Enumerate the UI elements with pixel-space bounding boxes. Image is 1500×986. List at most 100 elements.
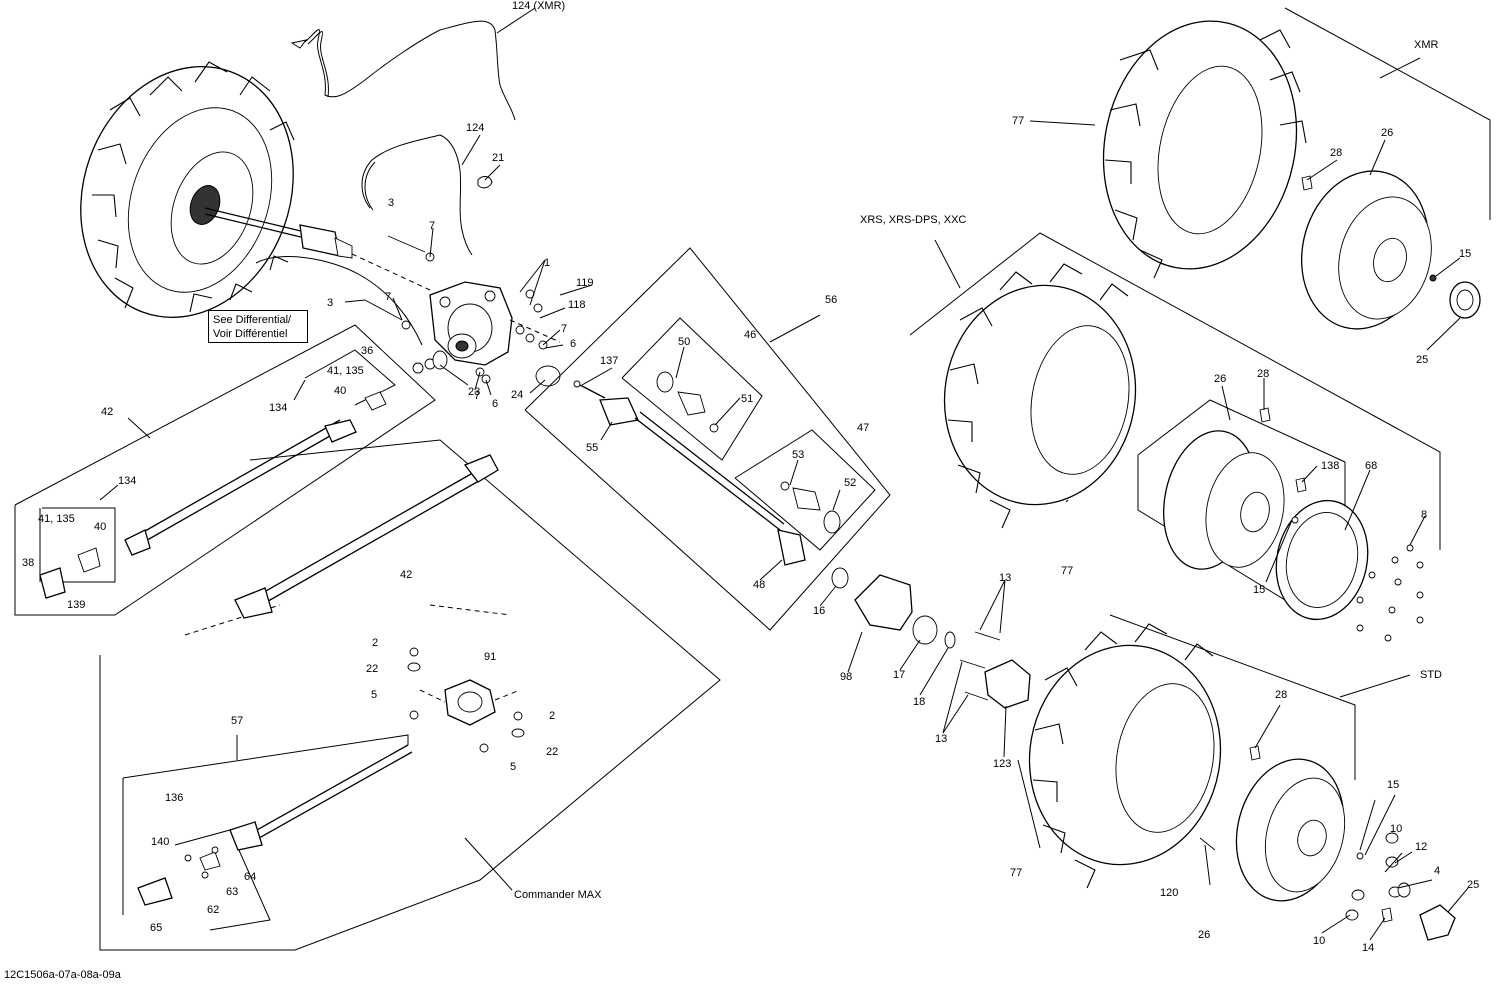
callout-label: 38 xyxy=(22,557,35,569)
reference-note-line2: Voir Différentiel xyxy=(213,328,288,340)
callout-label: 22 xyxy=(546,746,559,758)
callout-label: 137 xyxy=(600,355,619,367)
callout-label: 5 xyxy=(510,761,517,773)
callout-label: 16 xyxy=(813,605,826,617)
long-propshaft-art xyxy=(234,454,511,619)
callout-label: 138 xyxy=(1321,460,1340,472)
callout-label: 77 xyxy=(1061,565,1074,577)
commander-max-box-art xyxy=(99,439,721,951)
callout-label: 40 xyxy=(334,385,347,397)
callout-label: 42 xyxy=(101,406,114,418)
callout-label: 36 xyxy=(361,345,374,357)
callout-label: 26 xyxy=(1381,127,1394,139)
callout-label: 124 (XMR) xyxy=(512,0,566,12)
knuckle-hub-art xyxy=(831,567,1031,709)
callout-label: 52 xyxy=(844,477,857,489)
callout-label: 118 xyxy=(568,299,586,311)
callout-label: 119 xyxy=(576,277,594,289)
center-bearing-art xyxy=(407,647,525,753)
callout-label: 7 xyxy=(385,291,392,303)
callout-label: 23 xyxy=(468,386,481,398)
callout-label: 17 xyxy=(893,669,906,681)
callout-label: 2 xyxy=(372,637,379,649)
callout-label: 6 xyxy=(492,398,499,410)
callout-label: 140 xyxy=(151,836,170,848)
callout-label: 4 xyxy=(1434,865,1441,877)
callout-label: 7 xyxy=(561,323,568,335)
callout-label: 40 xyxy=(94,521,107,533)
callout-label: 77 xyxy=(1010,867,1023,879)
callout-label: 48 xyxy=(753,579,766,591)
variant-label-commander-max: Commander MAX xyxy=(514,889,602,901)
callout-label: 50 xyxy=(678,336,691,348)
leader-lines xyxy=(344,120,1469,941)
callout-label: 51 xyxy=(741,393,754,405)
callout-label: 15 xyxy=(1387,779,1400,791)
callout-label: 15 xyxy=(1253,584,1266,596)
callout-label: 25 xyxy=(1416,354,1429,366)
callout-label: 7 xyxy=(429,220,436,232)
callout-label: 41, 135 xyxy=(38,513,75,525)
callout-label: 14 xyxy=(1362,942,1375,954)
callout-label: 134 xyxy=(118,475,137,487)
propshaft-box-art xyxy=(14,324,436,616)
callout-label: 28 xyxy=(1257,368,1270,380)
callout-label: 13 xyxy=(999,572,1012,584)
callout-label: 28 xyxy=(1275,689,1288,701)
callout-label: 10 xyxy=(1390,823,1403,835)
drawing-number: 12C1506a-07a-08a-09a xyxy=(4,969,121,981)
callout-label: 13 xyxy=(935,733,948,745)
variant-label-xmr: XMR xyxy=(1414,39,1439,51)
callout-label: 124 xyxy=(466,122,485,134)
xmr-group-art xyxy=(1102,7,1491,330)
callout-label: 68 xyxy=(1365,460,1378,472)
callout-label: 91 xyxy=(484,651,497,663)
reference-note-line1[interactable]: See Differential/ xyxy=(213,314,292,326)
callout-label: 77 xyxy=(1012,115,1025,127)
callout-label: 120 xyxy=(1160,887,1179,899)
callout-label: 7 xyxy=(474,390,481,402)
front-tire-left-art xyxy=(80,61,295,318)
callout-label: 134 xyxy=(269,402,288,414)
callout-label: 3 xyxy=(388,197,395,209)
callout-label: 15 xyxy=(1459,248,1472,260)
brake-line-art xyxy=(361,134,493,256)
callout-label: 8 xyxy=(1421,509,1428,521)
callout-label: 18 xyxy=(913,696,926,708)
differential-reference-note[interactable]: See Differential/ Voir Différentiel xyxy=(208,310,308,343)
callout-label: 2 xyxy=(549,710,556,722)
callout-label: 63 xyxy=(226,886,239,898)
callout-label: 57 xyxy=(231,715,244,727)
callout-label: 136 xyxy=(165,792,184,804)
rear-propshaft-art xyxy=(137,744,413,906)
callout-label: 62 xyxy=(207,904,220,916)
xrs-bolts-art xyxy=(1356,544,1424,642)
callout-label: 28 xyxy=(1330,147,1343,159)
callout-label: 123 xyxy=(993,758,1012,770)
callout-label: 65 xyxy=(150,922,163,934)
callout-label: 53 xyxy=(792,449,805,461)
callout-label: 24 xyxy=(511,389,524,401)
callout-label: 55 xyxy=(586,442,599,454)
callout-label: 42 xyxy=(400,569,413,581)
differential-art xyxy=(429,281,513,366)
xrs-group-art xyxy=(909,232,1441,621)
callout-label: 12 xyxy=(1415,841,1428,853)
callout-label: 41, 135 xyxy=(327,365,364,377)
half-shaft-art xyxy=(573,371,841,566)
std-group-art xyxy=(1028,614,1456,941)
callout-label: 3 xyxy=(327,297,334,309)
brake-line-xmr-art xyxy=(290,7,536,121)
callout-label: 46 xyxy=(744,329,757,341)
callout-label: 47 xyxy=(857,422,870,434)
half-shaft-box-art xyxy=(524,247,891,631)
callout-label: 22 xyxy=(366,663,379,675)
differential-reference-curve xyxy=(255,256,423,346)
callout-label: 26 xyxy=(1214,373,1227,385)
callout-label: 5 xyxy=(371,689,378,701)
callout-label: 139 xyxy=(67,599,86,611)
callout-label: 1 xyxy=(544,257,551,269)
callout-label: 10 xyxy=(1313,935,1326,947)
